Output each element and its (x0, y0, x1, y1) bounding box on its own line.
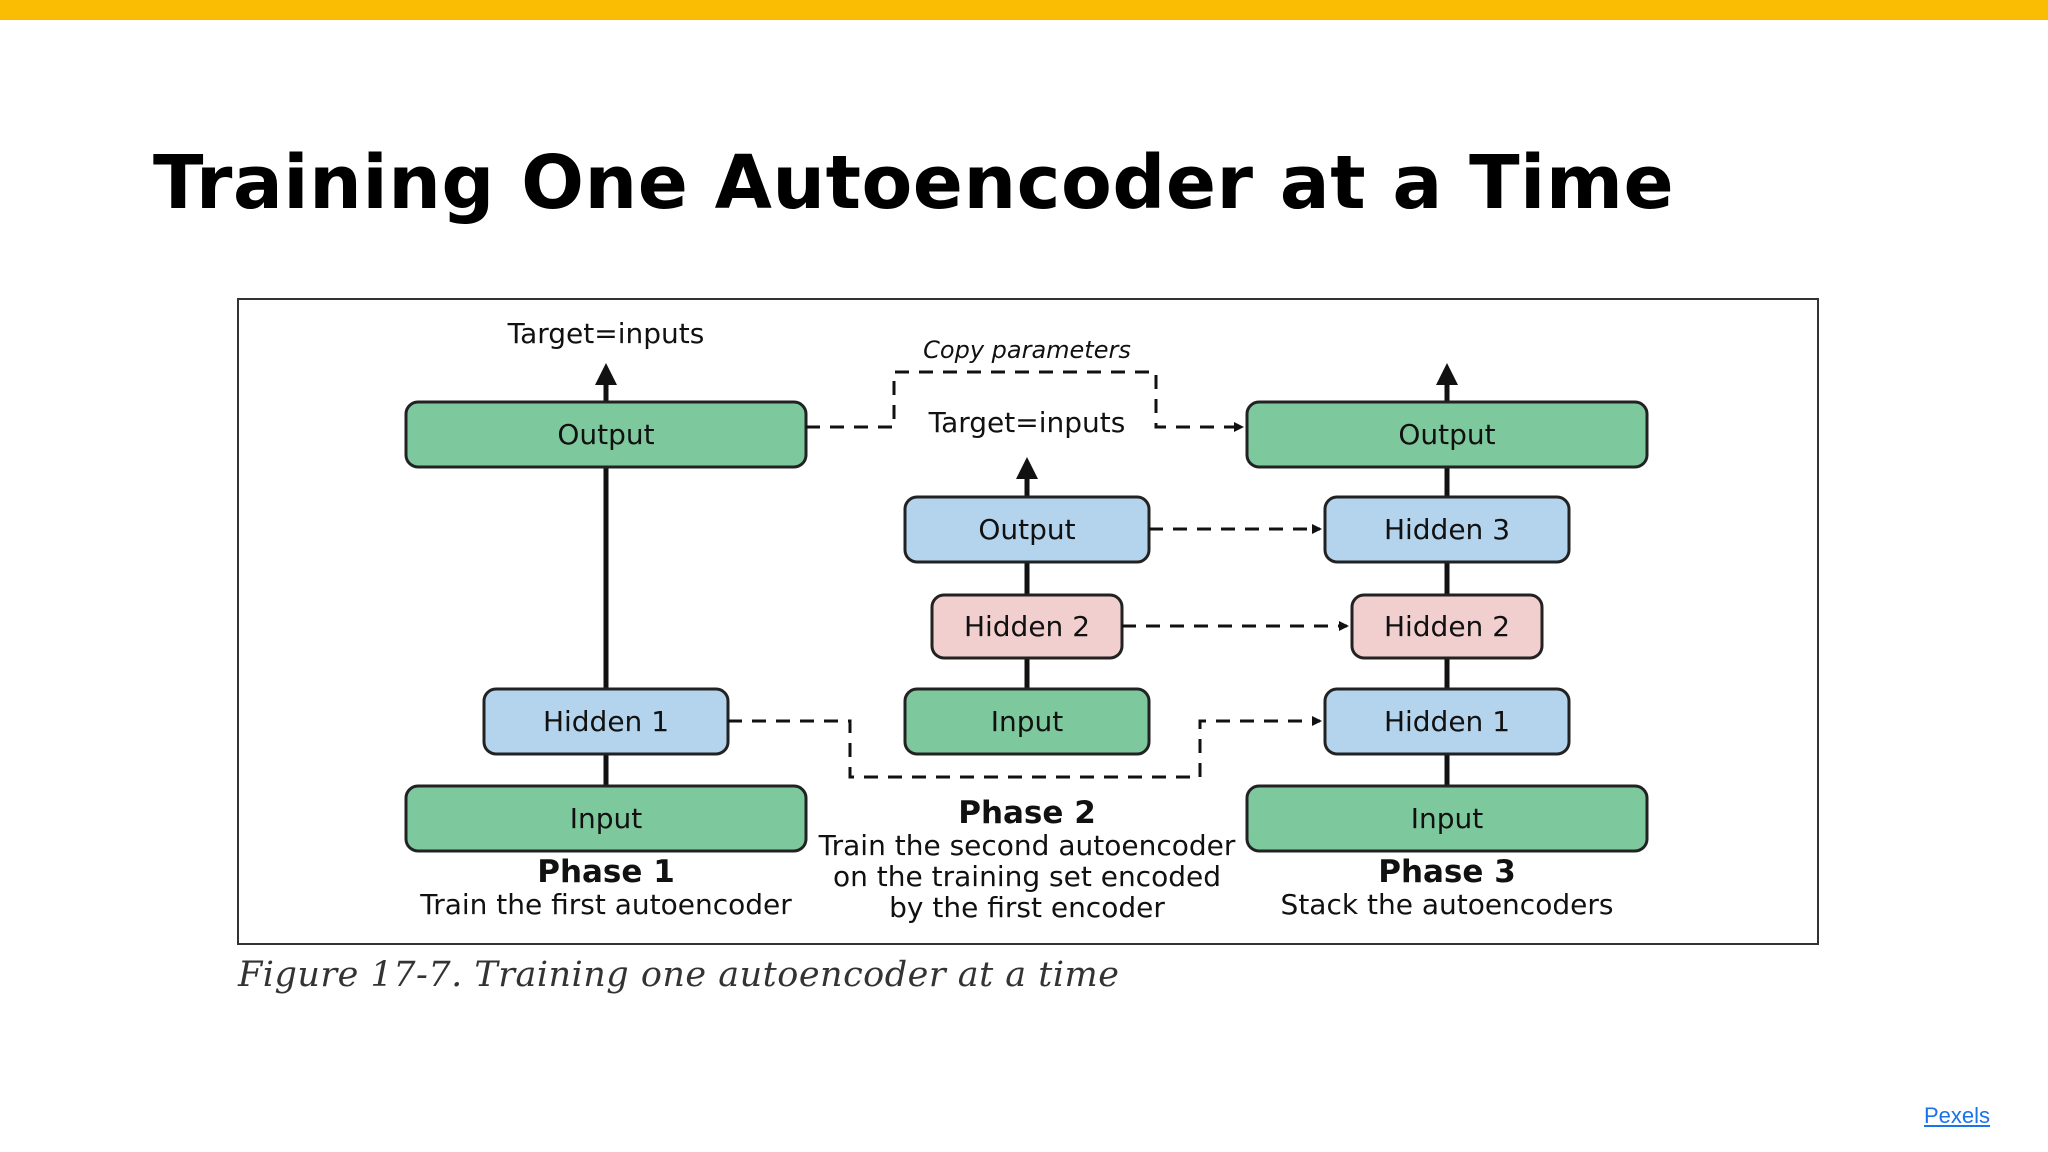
copy-output-params-arrow (806, 370, 1244, 432)
phase2-output-box: Output (903, 495, 1151, 564)
phase2-description-line-3: by the first encoder (889, 891, 1165, 924)
copy-hidden1-arrow (728, 716, 1322, 779)
phase3-input-rect (1245, 784, 1649, 853)
phase2-input-label: Input (991, 705, 1064, 738)
phase3-hidden1-rect (1323, 687, 1571, 756)
phase2-input-rect (903, 687, 1151, 756)
phase1-input-label: Input (570, 802, 643, 835)
phase1-input-rect (404, 784, 808, 853)
phase1-output-label: Output (557, 418, 654, 451)
phase3-hidden3-rect (1323, 495, 1571, 564)
phase1-description: Train the first autoencoder (419, 888, 792, 921)
phase2-title: Phase 2 (958, 795, 1096, 831)
phase3-output-label: Output (1398, 418, 1495, 451)
figure-caption: Figure 17-7. Training one autoencoder at… (238, 955, 1120, 995)
phase3-output-box: Output (1245, 400, 1649, 469)
phase2-description-line-1: Train the second autoencoder (818, 829, 1236, 862)
phase3-title: Phase 3 (1378, 854, 1516, 890)
accent-bar (0, 0, 2048, 20)
slide-title: Training One Autoencoder at a Time (153, 140, 1675, 226)
phase1-hidden1-box: Hidden 1 (482, 687, 730, 756)
phase3-hidden2-label: Hidden 2 (1384, 610, 1510, 643)
phase2-hidden2-label: Hidden 2 (964, 610, 1090, 643)
phase2-target-label: Target=inputs (928, 406, 1126, 439)
phase3-hidden2-box: Hidden 2 (1350, 593, 1544, 660)
phase2-description-line-2: on the training set encoded (833, 860, 1221, 893)
phase2-output-label: Output (978, 513, 1075, 546)
phase3-description: Stack the autoencoders (1281, 888, 1614, 921)
phase2-input-box: Input (903, 687, 1151, 756)
phase3-hidden1-label: Hidden 1 (1384, 705, 1510, 738)
phase1-output-rect (404, 400, 808, 469)
phase3-hidden2-rect (1350, 593, 1544, 660)
copy-parameters-label: Copy parameters (923, 336, 1131, 364)
phase3-hidden3-label: Hidden 3 (1384, 513, 1510, 546)
phase3-hidden1-box: Hidden 1 (1323, 687, 1571, 756)
phase2-hidden2-box: Hidden 2 (930, 593, 1124, 660)
phase1-title: Phase 1 (537, 854, 675, 890)
pexels-credit-link[interactable]: Pexels (1924, 1103, 1991, 1128)
phase1-target-label: Target=inputs (507, 317, 705, 350)
phase3-hidden3-box: Hidden 3 (1323, 495, 1571, 564)
phase1-hidden1-label: Hidden 1 (543, 705, 669, 738)
phase3-output-rect (1245, 400, 1649, 469)
phase3-input-box: Input (1245, 784, 1649, 853)
phase1-output-box: Output (404, 400, 808, 469)
phase1-input-box: Input (404, 784, 808, 853)
phase3-input-label: Input (1411, 802, 1484, 835)
